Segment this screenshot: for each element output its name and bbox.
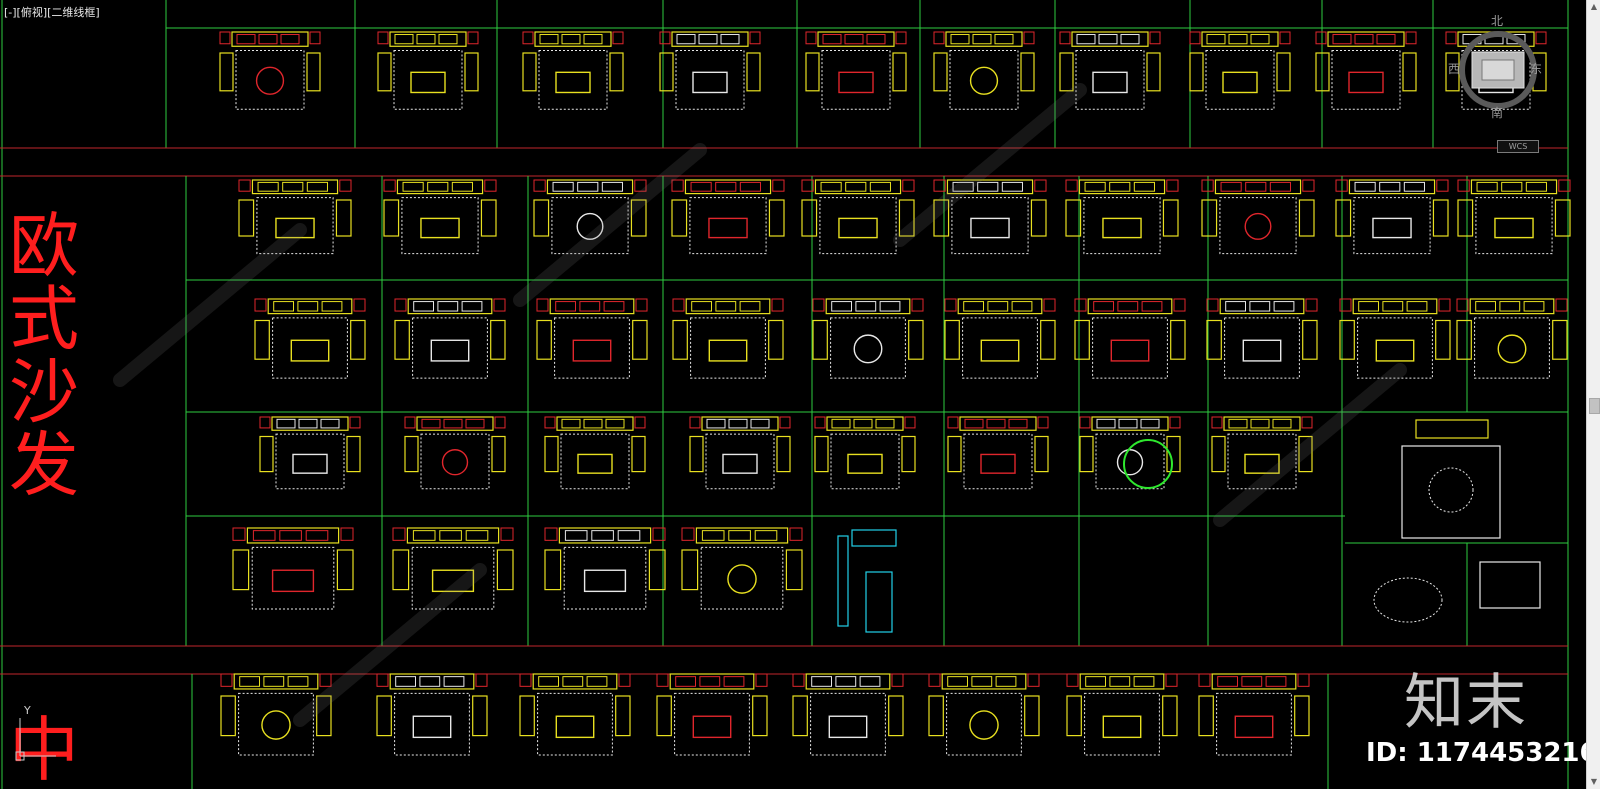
sofa-block-35 [947,416,1049,490]
sofa-block-10 [238,179,352,255]
sofa-block-6 [1059,31,1161,110]
sofa-block-11 [383,179,497,255]
diagonal-watermark [113,83,1407,727]
sofa-block-43 [376,673,488,756]
sofa-block-42 [220,673,332,756]
sofa-block-19 [1457,179,1571,255]
sofa-block-27 [1206,298,1318,379]
wcs-menu-button[interactable]: WCS [1497,140,1539,153]
category-label-european-sofa: 欧 式 沙 发 [4,210,84,502]
sofa-block-29 [1456,298,1568,379]
sofa-block-7 [1189,31,1291,110]
sofa-block-18 [1335,179,1449,255]
sofa-block-30 [259,416,361,490]
category-char: 沙 [9,351,79,433]
sofa-block-green-circle [1123,439,1173,489]
viewcube-north[interactable]: 北 [1491,14,1504,28]
sofa-block-2 [522,31,624,110]
vertical-scrollbar[interactable]: ▲ ▼ [1586,0,1600,789]
sofa-block-39 [392,527,514,610]
viewcube-west[interactable]: 西 [1448,62,1461,76]
sofa-block-13 [671,179,785,255]
sofa-block-33 [689,416,791,490]
viewcube[interactable]: 北 南 东 西 [1448,14,1542,156]
sofa-block-26 [1074,298,1186,379]
sofa-block-23 [672,298,784,379]
sofa-block-12 [533,179,647,255]
sofa-block-45 [656,673,768,756]
ucs-y-label: Y [24,704,31,717]
viewcube-south[interactable]: 南 [1491,106,1504,120]
scroll-up-arrow-icon[interactable]: ▲ [1590,2,1598,11]
sofa-blocks [219,31,1571,756]
viewcube-compass-icon [1459,31,1537,109]
watermark-id: ID: 1174453216 [1366,738,1586,768]
sofa-block-21 [394,298,506,379]
sofa-block-28 [1339,298,1451,379]
sofa-block-8 [1315,31,1417,110]
sofa-block-22 [536,298,648,379]
sofa-block-31 [404,416,506,490]
sofa-block-24 [812,298,924,379]
category-char: 式 [9,278,79,360]
watermark-stroke [893,83,1087,247]
sofa-block-36 [1079,416,1181,490]
scrollbar-thumb[interactable] [1589,398,1600,414]
sofa-block-4 [805,31,907,110]
sofa-block-46 [792,673,904,756]
watermark-logo: 知末 [1404,668,1528,738]
ucs-icon: Y [10,704,60,766]
scroll-down-arrow-icon[interactable]: ▼ [1590,777,1598,786]
sofa-block-1 [377,31,479,110]
sofa-block-17 [1201,179,1315,255]
category-char: 中 [9,709,79,789]
sofa-block-40 [544,527,666,610]
sofa-block-37 [1211,416,1313,490]
viewport-view-label[interactable]: [-][俯视][二维线框] [4,6,100,19]
category-label-chinese: 中 [4,714,84,787]
category-char: 欧 [9,205,79,287]
watermark-stroke [513,143,707,307]
sofa-block-44 [519,673,631,756]
sofa-block-3 [659,31,761,110]
watermark-stroke [113,223,307,387]
sofa-block-48 [1066,673,1178,756]
sofa-block-5 [933,31,1035,110]
sofa-block-41 [681,527,803,610]
sofa-block-20 [254,298,366,379]
sofa-block-large [1401,419,1501,539]
sofa-block-32 [544,416,646,490]
sofa-block-0 [219,31,321,110]
category-char: 发 [9,424,79,506]
sofa-block-small [1373,561,1541,623]
watermark-stroke [1213,363,1407,527]
sofa-block-34 [814,416,916,490]
watermark-stroke [293,563,487,727]
sofa-block-15 [933,179,1047,255]
sofa-block-38 [232,527,354,610]
sofa-block-25 [944,298,1056,379]
sofa-block-14 [801,179,915,255]
sofa-block-49 [1198,673,1310,756]
sofa-block-16 [1065,179,1179,255]
sofa-block-47 [928,673,1040,756]
sofa-block-cyan [837,529,897,633]
viewcube-east[interactable]: 东 [1530,62,1543,76]
